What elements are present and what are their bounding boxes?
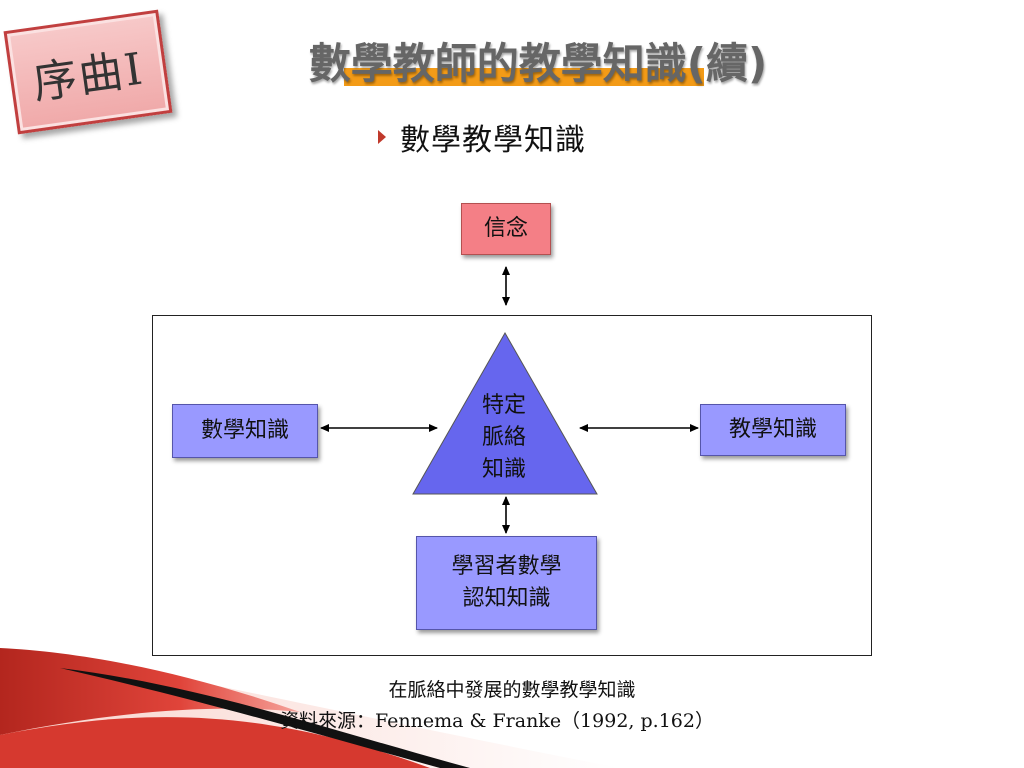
math-knowledge-box: 數學知識 xyxy=(172,404,318,458)
page-title: 數學教師的教學知識(續) xyxy=(308,39,768,88)
title-underline-bar xyxy=(344,68,704,86)
bullet-text: 數學教學知識 xyxy=(400,123,586,158)
learner-knowledge-label-line1: 學習者數學 xyxy=(451,554,562,580)
math-knowledge-label: 數學知識 xyxy=(200,418,289,444)
triangle-bullet-icon xyxy=(378,130,386,144)
learner-knowledge-label-line2: 認知知識 xyxy=(462,586,551,611)
figure-source: 資料來源：Fennema & Franke（1992, p.162） xyxy=(280,710,714,732)
belief-box: 信念 xyxy=(461,203,551,255)
figure-caption: 在脈絡中發展的數學教學知識 xyxy=(388,679,636,701)
center-triangle xyxy=(412,331,598,495)
belief-label: 信念 xyxy=(483,216,528,242)
context-frame xyxy=(152,315,872,656)
center-label-line1: 特定 xyxy=(481,393,526,418)
center-triangle-label: 特定 脈絡 知識 xyxy=(462,390,546,486)
corner-swoosh-decoration xyxy=(0,648,620,768)
learner-knowledge-box: 學習者數學 認知知識 xyxy=(416,536,597,630)
center-label-line3: 知識 xyxy=(481,456,526,482)
pedagogy-knowledge-box: 教學知識 xyxy=(700,404,846,456)
bullet-item: 數學教學知識 xyxy=(378,115,586,159)
center-label-line2: 脈絡 xyxy=(481,424,526,450)
pedagogy-knowledge-label: 教學知識 xyxy=(728,417,817,443)
